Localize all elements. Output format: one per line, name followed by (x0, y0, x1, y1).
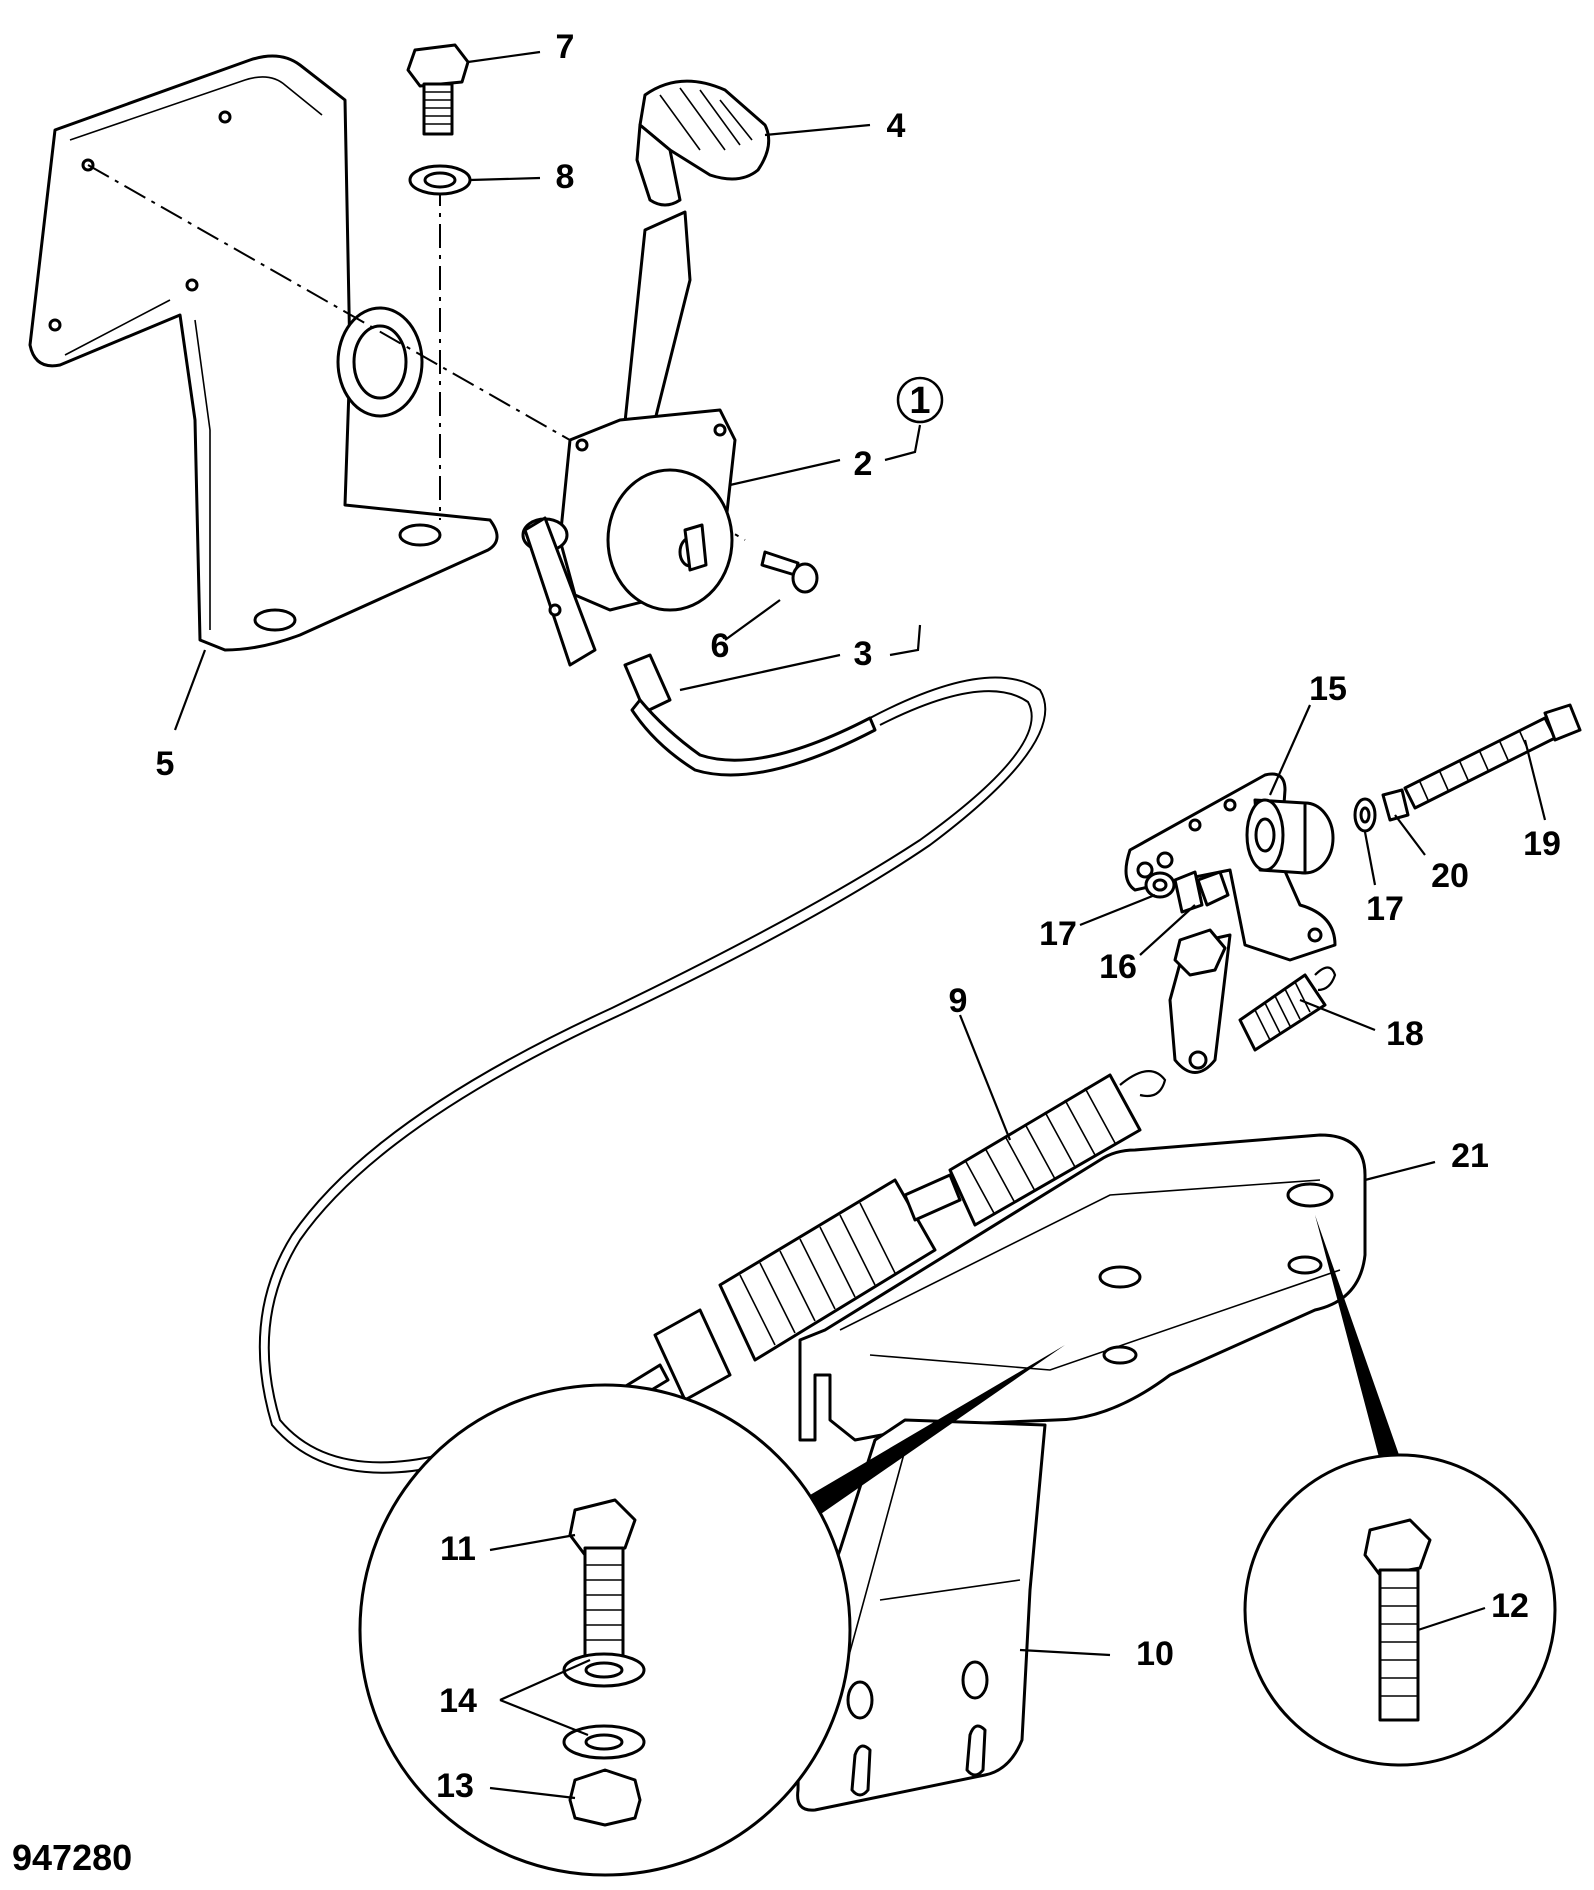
cable-loop (258, 690, 1033, 1474)
adjusting-screw-part-19 (1403, 703, 1582, 810)
mounting-plate-part-21 (798, 1133, 1367, 1442)
callout-15: 15 (1309, 670, 1347, 708)
throttle-lever-part-2 (521, 210, 737, 667)
callout-8: 8 (556, 158, 575, 196)
lower-bracket-part-10 (796, 1418, 1047, 1812)
callout-21: 21 (1451, 1137, 1489, 1175)
callout-14: 14 (439, 1682, 477, 1720)
callout-13: 13 (436, 1767, 474, 1805)
nut-part-20 (1381, 788, 1410, 822)
detail-circle-fasteners (358, 1383, 852, 1877)
lever-link (1168, 928, 1232, 1074)
callout-1: 1 (909, 380, 930, 422)
callout-17: 17 (1366, 890, 1404, 928)
detail-pointer (1315, 1215, 1405, 1480)
callout-10: 10 (1136, 1635, 1174, 1673)
callout-3: 3 (854, 635, 873, 673)
callout-7: 7 (556, 28, 575, 66)
cable-part-3 (623, 653, 877, 777)
callout-2: 2 (854, 445, 873, 483)
cable-loop (267, 676, 1047, 1464)
return-spring-part-18 (1238, 966, 1337, 1052)
washer-part-8 (408, 164, 472, 196)
callout-17: 17 (1039, 915, 1077, 953)
callout-5: 5 (156, 745, 175, 783)
leader-lines (173, 50, 1547, 1800)
detail-circle-bolt (1243, 1453, 1557, 1767)
knob-part-4 (635, 79, 771, 207)
callout-6: 6 (711, 627, 730, 665)
callout-19: 19 (1523, 825, 1561, 863)
callout-4: 4 (887, 107, 906, 145)
figure-number: 947280 (12, 1837, 132, 1878)
callout-12: 12 (1491, 1587, 1529, 1625)
screw-part-6 (760, 550, 819, 594)
callout-9: 9 (949, 982, 968, 1020)
pivot-bracket-part-15 (1124, 772, 1337, 962)
bolt-part-7 (406, 43, 470, 136)
callout-16: 16 (1099, 948, 1137, 986)
bolt-part-16 (1173, 870, 1230, 914)
washer-part-17 (1144, 871, 1176, 899)
callout-18: 18 (1386, 1015, 1424, 1053)
callout-20: 20 (1431, 857, 1469, 895)
callout-11: 11 (440, 1530, 476, 1568)
washer-part-17 (1353, 797, 1377, 833)
assembly-reference-circle (896, 376, 944, 424)
mounting-bracket-part-5 (28, 54, 499, 652)
